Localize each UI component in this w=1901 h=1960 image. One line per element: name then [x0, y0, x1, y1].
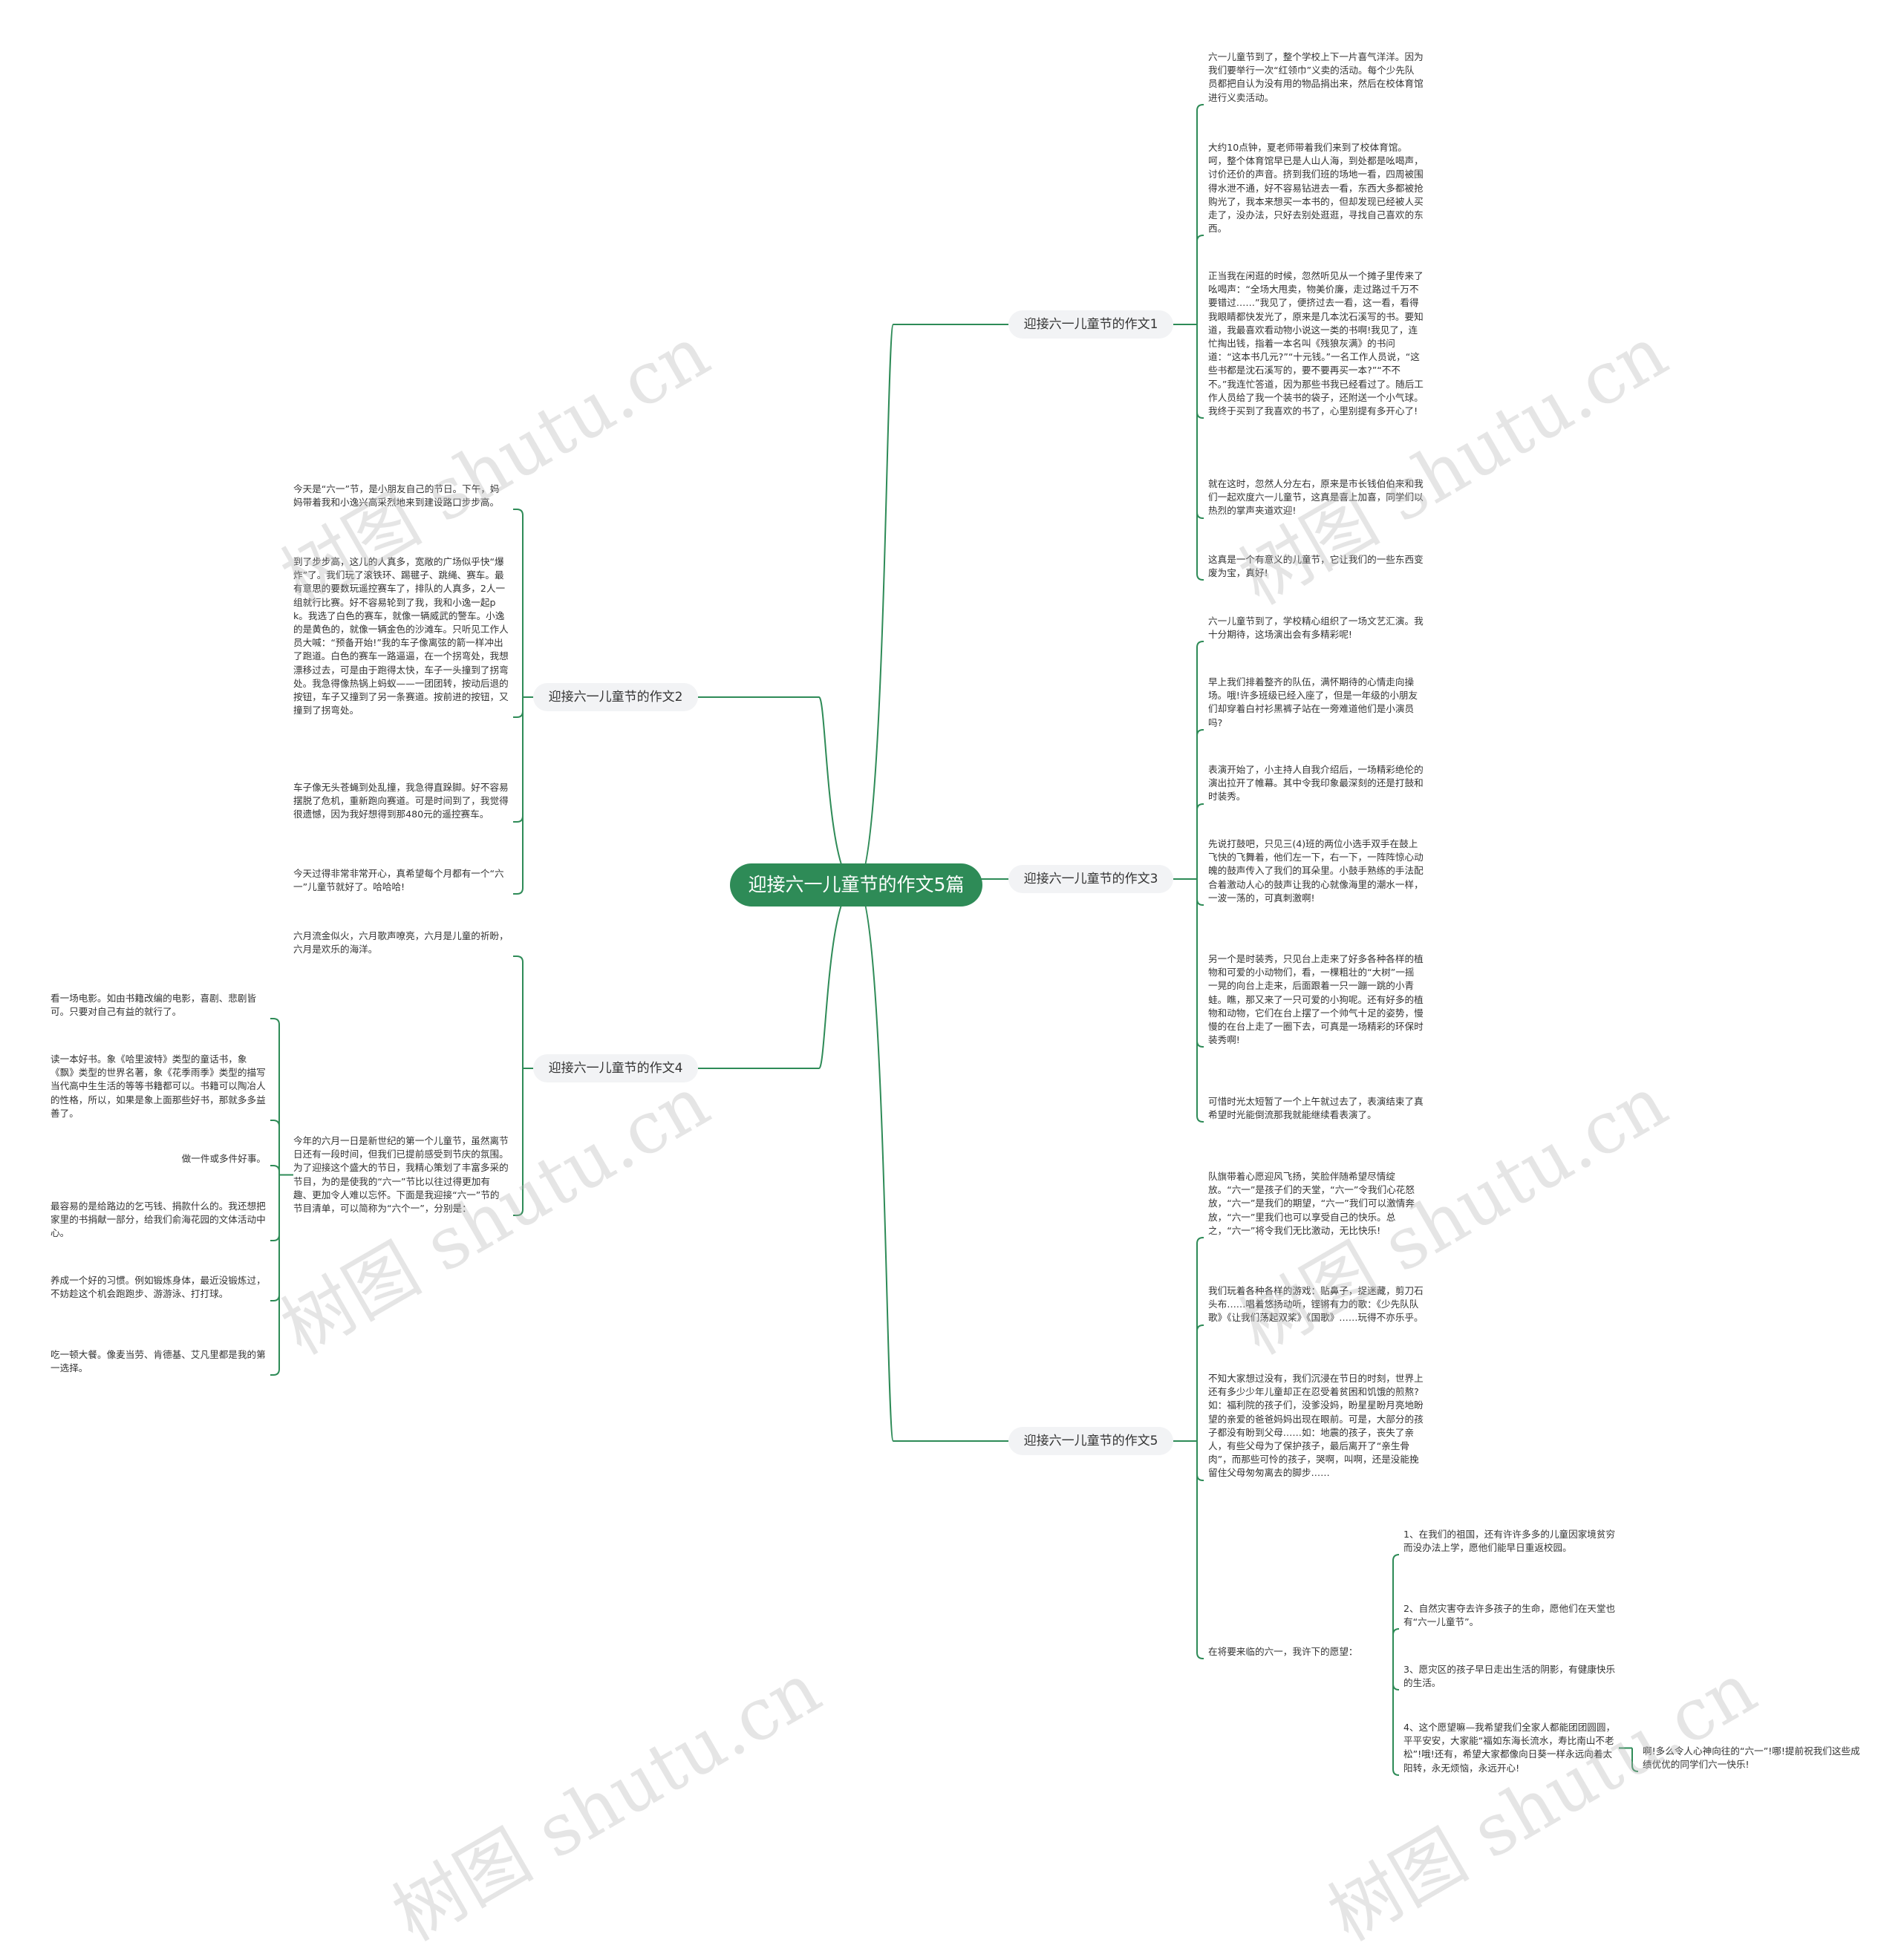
connector-line: [513, 956, 524, 1068]
leaf-text: 早上我们排着整齐的队伍，满怀期待的心情走向操场。哦!许多班级已经入座了，但是一年…: [1208, 676, 1418, 728]
connector-line: [270, 1175, 280, 1376]
connector-line: [1196, 803, 1204, 879]
connector-line: [1196, 729, 1204, 879]
connector-line: [855, 324, 1008, 886]
connector-line: [1196, 324, 1204, 581]
leaf-text: 今年的六月一日是新世纪的第一个儿童节，虽然离节日还有一段时间，但我们已提前感受到…: [293, 1135, 509, 1215]
leaf-text: 吃一顿大餐。像麦当劳、肯德基、艾凡里都是我的第一选择。: [50, 1349, 266, 1374]
connector-line: [1196, 1324, 1204, 1441]
leaf-text: 今天是“六一”节，是小朋友自己的节日。下午，妈妈带着我和小逸兴高采烈地来到建设路…: [293, 483, 500, 509]
root-node[interactable]: 迎接六一儿童节的作文5篇: [730, 863, 982, 906]
leaf-text: 读一本好书。象《哈里波特》类型的童话书，象《飘》类型的世界名著，象《花季雨季》类…: [50, 1054, 266, 1119]
leaf-text: 这真是一个有意义的儿童节，它让我们的一些东西变废为宝，真好!: [1208, 554, 1424, 579]
branch-node-essay-5[interactable]: 迎接六一儿童节的作文5: [1008, 1427, 1173, 1455]
connector-line: [1392, 1628, 1400, 1652]
connector-line: [1196, 235, 1204, 324]
leaf-text: 我们玩着各种各样的游戏：贴鼻子，捉迷藏，剪刀石头布……唱着悠扬动听，铿锵有力的歌…: [1208, 1285, 1424, 1324]
connector-line: [513, 697, 524, 895]
leaf-text: 正当我在闲逛的时候，忽然听见从一个摊子里传来了吆喝声：“全场大甩卖，物美价廉，走…: [1208, 270, 1424, 417]
leaf-text: 4、这个愿望嘛—我希望我们全家人都能团团圆圆，平平安安，大家能“福如东海长流水，…: [1403, 1722, 1616, 1774]
branch-node-essay-1[interactable]: 迎接六一儿童节的作文1: [1008, 310, 1173, 339]
connector-line: [1196, 879, 1204, 906]
leaf-text: 1、在我们的祖国，还有许许多多的儿童因家境贫穷而没办法上学，愿他们能早日重返校园…: [1403, 1529, 1616, 1554]
branch-node-essay-2[interactable]: 迎接六一儿童节的作文2: [533, 683, 698, 711]
mindmap-canvas: 迎接六一儿童节的作文5篇 迎接六一儿童节的作文1 迎接六一儿童节的作文2 迎接六…: [50, 51, 1860, 1957]
connector-line: [855, 884, 1008, 1442]
connector-line: [1196, 1237, 1204, 1441]
leaf-text: 做一件或多件好事。: [181, 1153, 266, 1164]
leaf-text: 车子像无头苍蝇到处乱撞，我急得直跺脚。好不容易摆脱了危机，重新跑向赛道。可是时间…: [293, 782, 509, 820]
leaf-text: 先说打鼓吧，只见三(4)班的两位小选手双手在鼓上飞快的飞舞着，他们左一下，右一下…: [1208, 838, 1424, 904]
connector-line: [513, 1068, 524, 1216]
leaf-text: 在将要来临的六一，我许下的愿望：: [1208, 1646, 1358, 1657]
leaf-text: 另一个是时装秀，只见台上走来了好多各种各样的植物和可爱的小动物们，看，一棵粗壮的…: [1208, 953, 1424, 1046]
leaf-text: 到了步步高，这儿的人真多，宽敞的广场似乎快“爆炸”了。我们玩了滚铁环、踢毽子、跳…: [293, 556, 509, 716]
branch-node-essay-3[interactable]: 迎接六一儿童节的作文3: [1008, 865, 1173, 893]
connector-line: [1631, 1748, 1639, 1772]
connector-line: [1196, 1441, 1204, 1659]
leaf-text: 六一儿童节到了，学校精心组织了一场文艺汇演。我十分期待，这场演出会有多精彩呢!: [1208, 615, 1424, 641]
connector-line: [1392, 1554, 1400, 1652]
leaf-text: 啊!多么令人心神向往的“六一”!哪!提前祝我们这些成绩优优的同学们六一快乐!: [1643, 1745, 1860, 1771]
connector-line: [1196, 324, 1204, 519]
connector-line: [1196, 104, 1204, 324]
connector-line: [270, 1120, 280, 1175]
connector-line: [270, 1175, 280, 1241]
leaf-text: 就在这时，忽然人分左右，原来是市长钱伯伯来和我们一起欢度六一儿童节，这真是喜上加…: [1208, 478, 1424, 517]
leaf-text: 六一儿童节到了，整个学校上下一片喜气洋洋。因为我们要举行一次“红领巾”义卖的活动…: [1208, 51, 1424, 103]
leaf-text: 大约10点钟，夏老师带着我们来到了校体育馆。呵，整个体育馆早已是人山人海，到处都…: [1208, 142, 1424, 235]
connector-line: [1392, 1652, 1400, 1776]
connector-line: [698, 884, 857, 1069]
connector-line: [1196, 324, 1204, 419]
branch-node-essay-4[interactable]: 迎接六一儿童节的作文4: [533, 1054, 698, 1082]
leaf-text: 表演开始了，小主持人自我介绍后，一场精彩绝伦的演出拉开了帷幕。其中令我印象最深刻…: [1208, 764, 1424, 803]
leaf-text: 最容易的是给路边的乞丐钱、捐款什么的。我还想把家里的书捐献一部分，给我们俞海花园…: [50, 1200, 266, 1239]
leaf-text: 六月流金似火，六月歌声嘹亮，六月是儿童的祈盼，六月是欢乐的海洋。: [293, 930, 509, 956]
connector-lines: [270, 104, 1639, 1776]
leaf-text: 队旗带着心愿迎风飞扬，笑脸伴随希望尽情绽放。“六一”是孩子们的天堂，“六一”令我…: [1208, 1171, 1415, 1236]
connector-line: [1196, 1441, 1204, 1481]
leaf-text: 不知大家想过没有，我们沉浸在节日的时刻，世界上还有多少少年儿童却正在忍受着贫困和…: [1208, 1373, 1424, 1479]
connector-line: [513, 509, 524, 697]
leaf-text: 今天过得非常非常开心，真希望每个月都有一个“六一”儿童节就好了。哈哈哈!: [293, 868, 504, 893]
leaf-text: 养成一个好的习惯。例如锻炼身体，最近没锻炼过，不妨趁这个机会跑跑步、游游泳、打打…: [50, 1275, 266, 1300]
connector-line: [698, 696, 857, 886]
connector-line: [1392, 1652, 1400, 1690]
leaf-text: 3、愿灾区的孩子早日走出生活的阴影，有健康快乐的生活。: [1403, 1664, 1616, 1689]
connector-line: [270, 1165, 280, 1175]
leaf-text: 2、自然灾害夺去许多孩子的生命，愿他们在天堂也有“六一儿童节”。: [1403, 1603, 1616, 1628]
connector-line: [1196, 641, 1204, 879]
connector-line: [1196, 879, 1204, 1123]
leaf-text: 看一场电影。如由书籍改编的电影，喜剧、悲剧皆可。只要对自己有益的就行了。: [50, 993, 257, 1018]
connector-line: [513, 697, 524, 718]
leaf-text: 可惜时光太短暂了一个上午就过去了，表演结束了真希望时光能倒流那我就能继续看表演了…: [1208, 1096, 1424, 1121]
connector-line: [270, 1018, 280, 1175]
